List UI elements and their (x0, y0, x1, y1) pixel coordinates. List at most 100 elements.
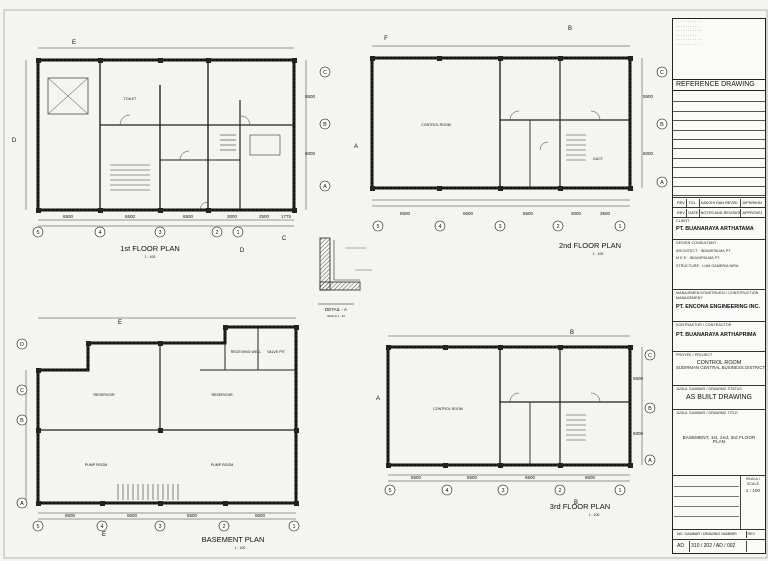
revision-header-id: REV TGL KAKOHI DAN REVISI DIPERIKSA (676, 199, 762, 207)
basement-scale: 1 : 100 (235, 546, 246, 550)
drawing-title: BASEMENT, 1st, 2nd, 3rd FLOOR PLAN (682, 434, 756, 445)
reference-notes: · · · · · · · · · · · (676, 20, 702, 24)
third-floor-plan (386, 335, 643, 482)
dim-6500-b4: 6500 (255, 513, 266, 518)
section-e-basement-bottom: E (102, 532, 106, 538)
room-toilet: TOILET (124, 97, 137, 101)
dim-6500-t1: 6500 (411, 475, 422, 480)
grid-a-basement: A (20, 501, 24, 507)
third-floor-scale: 1 : 100 (589, 513, 600, 517)
status-label: JUDUL GAMBAR / DRAWING STATUS (676, 387, 742, 391)
dim-6500-1: 6500 (63, 214, 74, 219)
first-floor-plan (25, 47, 307, 227)
grid-b-basement: B (20, 418, 24, 424)
mep: M E E : INDAHPALMA PT. (676, 256, 721, 261)
drawing-title-label: JUDUL GAMBAR / DRAWING TITLE (676, 411, 738, 415)
first-floor-title: 1st FLOOR PLAN (120, 244, 180, 253)
second-floor-title: 2nd FLOOR PLAN (559, 241, 621, 250)
project-label: PROYEK / PROJECT (676, 353, 713, 357)
section-b-third: B (570, 330, 574, 336)
architect: ARCHITECT : INDAHPALMA PT. (676, 248, 732, 253)
grid-a-second: A (660, 180, 664, 186)
grid-1-second: 1 (618, 224, 621, 230)
grid-5-second: 5 (376, 224, 379, 230)
grid-4-basement: 4 (100, 524, 103, 530)
section-f-second: F (384, 36, 388, 42)
dim-5500-second: 5500 (643, 94, 654, 99)
reference-drawing-title: REFERENCE DRAWING (676, 81, 755, 88)
section-d-first-bottom: D (240, 248, 245, 254)
grid-b-third: B (648, 406, 652, 412)
grid-3-third: 3 (501, 488, 504, 494)
grid-a-first: A (323, 184, 327, 190)
drawing-number-label: NO. GAMBAR / DRAWING NUMBER (676, 531, 747, 538)
room-valve-pit: VALVE PIT (267, 350, 285, 354)
grid-3-second: 3 (498, 224, 501, 230)
grid-2-basement: 2 (222, 524, 225, 530)
dim-3000-s: 3000 (571, 211, 582, 216)
grid-b-second: B (660, 122, 664, 128)
cm-name: PT. ENCONA ENGINEERING INC. (676, 304, 760, 311)
room-pump-2: PUMP ROOM (211, 463, 234, 467)
project-line2: SUDIRMAN CENTRAL BUSINESS DISTRICT (676, 365, 765, 370)
client-name: PT. BUANARAYA ARTHATAMA (676, 225, 754, 232)
signature-scale-box: SKALA / SCALE 1 : 100 (673, 476, 765, 529)
client-label: CLIENT : (676, 219, 692, 223)
dim-5500-third: 5500 (633, 376, 644, 381)
section-d-first: D (12, 138, 17, 144)
dim-6500-t3: 6500 (525, 475, 536, 480)
detail-title: DETAIL - A (325, 307, 347, 312)
revision-grid (673, 93, 765, 197)
second-floor-scale: 1 : 100 (593, 252, 604, 256)
grid-5-basement: 5 (36, 524, 39, 530)
room-duct: DUCT (593, 157, 604, 161)
drawing-number: 310 / 202 / AD / 002 (690, 541, 747, 552)
room-reservoir-2: RESERVOIR (211, 393, 233, 397)
dim-2500: 2500 (259, 214, 270, 219)
grid-bubbles (16, 66, 668, 532)
grid-2-second: 2 (556, 224, 559, 230)
dim-6500-b1: 6500 (65, 513, 76, 518)
grid-a-third: A (648, 458, 652, 464)
grid-c-basement: C (20, 388, 24, 394)
dim-6500-3: 6500 (183, 214, 194, 219)
grid-1-basement: 1 (292, 524, 295, 530)
drawing-number-prefix: AD (676, 541, 691, 552)
revision-header-en: REV DATE NOTES AND REVISIONS APPROVED (676, 209, 762, 217)
section-b-third-bottom: B (574, 500, 578, 506)
grid-5-third: 5 (388, 488, 391, 494)
section-e-first: E (72, 40, 76, 46)
room-receiving-well: RECEIVING WELL (231, 350, 262, 354)
dim-6500-b3: 6500 (187, 513, 198, 518)
grid-3-basement: 3 (158, 524, 161, 530)
section-b-second: B (568, 26, 572, 32)
grid-4-third: 4 (445, 488, 448, 494)
dim-6500-t2: 6500 (467, 475, 478, 480)
room-reservoir-1: RESERVOIR (93, 393, 115, 397)
cm-label: MANAJEMEN KONSTRUKSI / CONSTRUCTION MANA… (676, 291, 759, 300)
dim-6500-s1: 6500 (400, 211, 411, 216)
grid-2-first: 2 (215, 230, 218, 236)
grid-2-third: 2 (558, 488, 561, 494)
grid-c-second: C (660, 70, 664, 76)
grid-1-third: 1 (618, 488, 621, 494)
dim-6000-second: 6000 (643, 151, 654, 156)
contractor-name: PT. BUANARAYA ARTHAPRIMA (676, 331, 757, 338)
room-control-2nd: CONTROL ROOM (421, 123, 451, 127)
dim-6500-s2: 6500 (463, 211, 474, 216)
section-a-third: A (376, 396, 380, 402)
section-c-first: C (282, 236, 287, 242)
grid-4-first: 4 (98, 230, 101, 236)
dim-6000-third: 6000 (633, 431, 644, 436)
first-floor-scale: 1 : 100 (145, 255, 156, 259)
dim-1775: 1775 (281, 214, 292, 219)
rev-label: REV (747, 532, 755, 536)
consultant-label: DESIGN CONSULTANT : (676, 241, 719, 245)
section-e-basement: E (118, 320, 122, 326)
dim-6500-t4: 6500 (585, 475, 596, 480)
second-floor-plan (370, 45, 643, 207)
basement-plan (25, 317, 299, 520)
third-floor-title: 3rd FLOOR PLAN (550, 502, 610, 511)
dim-6500-s3: 6500 (523, 211, 534, 216)
